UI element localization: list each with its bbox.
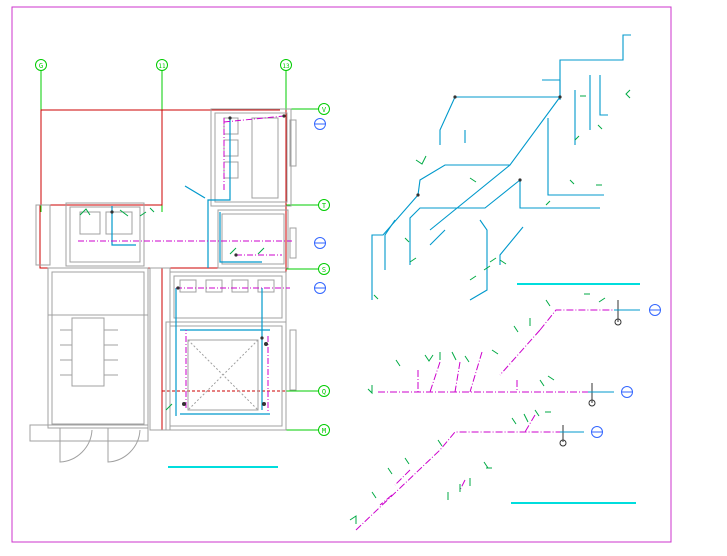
grid-label: S — [322, 266, 326, 274]
grid-label: M — [322, 427, 326, 435]
section-marker-icons — [314, 118, 326, 294]
grid-bubble-col-a: G — [35, 59, 47, 71]
grid-bubble-row-c: S — [318, 263, 330, 275]
grid-bubble-row-a: V — [318, 103, 330, 115]
drainage-isometric — [355, 309, 620, 531]
supply-isometric-valves — [416, 95, 562, 197]
sheet-frame — [11, 6, 672, 543]
grid-label: Q — [322, 388, 326, 396]
supply-isometric — [371, 34, 631, 301]
supply-isometric-tags — [373, 89, 631, 300]
drainage-fixture-tags — [349, 293, 606, 524]
floor-plan: G 11 13 V T S Q M — [29, 59, 330, 468]
axis-lines — [40, 70, 318, 431]
fixture-tags-plan — [79, 207, 265, 411]
walls — [29, 108, 297, 463]
grid-label: 13 — [282, 63, 290, 70]
grid-bubble-col-c: 13 — [280, 59, 292, 71]
grid-label: G — [39, 62, 43, 70]
plan-valves — [110, 114, 286, 406]
drain-pipes-plan — [78, 115, 292, 412]
grid-bubble-row-d: Q — [318, 385, 330, 397]
supply-pipes-plan — [111, 118, 270, 416]
grid-label: V — [322, 106, 327, 114]
grid-label: 11 — [158, 63, 166, 70]
grid-bubble-col-b: 11 — [156, 59, 168, 71]
grid-bubble-row-b: T — [318, 199, 330, 211]
room-boundaries — [39, 109, 287, 431]
grid-label: T — [322, 202, 327, 210]
drainage-stacks — [559, 300, 640, 447]
drainage-section-marker-icons — [591, 304, 661, 438]
grid-bubble-row-e: M — [318, 424, 330, 436]
